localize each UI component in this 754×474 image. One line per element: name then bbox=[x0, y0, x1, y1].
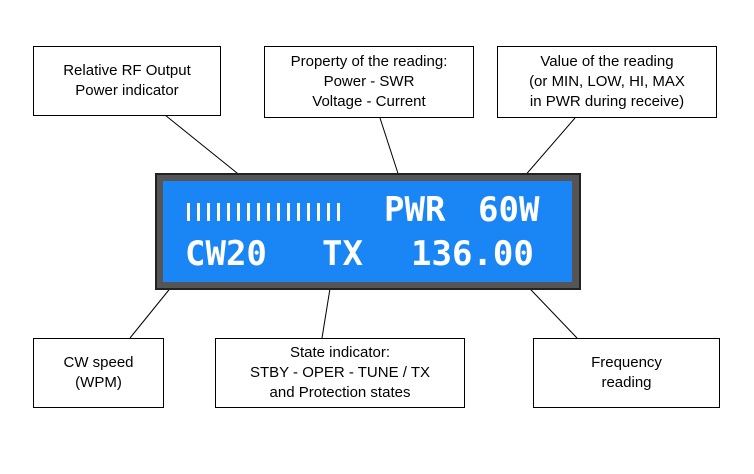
bargraph-segment bbox=[287, 203, 290, 221]
property-line-2: Power - SWR bbox=[323, 73, 415, 90]
value-callout: Value of the reading (or MIN, LOW, HI, M… bbox=[497, 46, 717, 118]
property-line-1: Property of the reading: bbox=[290, 53, 448, 70]
bargraph-segment bbox=[317, 203, 320, 221]
rf-output-callout: Relative RF Output Power indicator bbox=[33, 46, 221, 116]
state-line-2: STBY - OPER - TUNE / TX bbox=[249, 364, 431, 381]
bargraph-segment bbox=[207, 203, 210, 221]
bargraph-segment bbox=[247, 203, 250, 221]
property-callout: Property of the reading: Power - SWR Vol… bbox=[264, 46, 474, 118]
cw-speed-line-1: CW speed bbox=[63, 354, 134, 371]
frequency-readout: 136.00 bbox=[411, 234, 534, 274]
state-line-3: and Protection states bbox=[269, 384, 411, 401]
cw-speed-callout: CW speed (WPM) bbox=[33, 338, 164, 408]
value-line-2: (or MIN, LOW, HI, MAX bbox=[529, 73, 685, 90]
frequency-callout: Frequency reading bbox=[533, 338, 720, 408]
bargraph-segment bbox=[307, 203, 310, 221]
cw-speed-line-2: (WPM) bbox=[75, 374, 122, 391]
rf-output-line-1: Relative RF Output bbox=[63, 62, 191, 79]
bargraph-segment bbox=[217, 203, 220, 221]
frequency-line-2: reading bbox=[601, 374, 652, 391]
rf-output-line-2: Power indicator bbox=[75, 82, 179, 99]
state-readout: TX bbox=[322, 234, 363, 274]
bargraph-segment bbox=[237, 203, 240, 221]
property-line-3: Voltage - Current bbox=[312, 93, 426, 110]
frequency-line-1: Frequency bbox=[591, 354, 662, 371]
bargraph-segment bbox=[187, 203, 190, 221]
bargraph-segment bbox=[327, 203, 330, 221]
reading-property: PWR bbox=[384, 190, 446, 230]
cw-speed-readout: CW20 bbox=[185, 234, 267, 274]
bargraph-segment bbox=[277, 203, 280, 221]
bargraph-segment bbox=[257, 203, 260, 221]
value-line-1: Value of the reading bbox=[540, 53, 674, 70]
bargraph-segment bbox=[337, 203, 340, 221]
bargraph-segment bbox=[297, 203, 300, 221]
rf-power-bargraph bbox=[187, 203, 347, 221]
reading-value: 60W bbox=[478, 190, 540, 230]
bargraph-segment bbox=[197, 203, 200, 221]
state-callout: State indicator: STBY - OPER - TUNE / TX… bbox=[215, 338, 465, 408]
bargraph-segment bbox=[267, 203, 270, 221]
value-line-3: in PWR during receive) bbox=[529, 93, 685, 110]
bargraph-segment bbox=[227, 203, 230, 221]
state-line-1: State indicator: bbox=[289, 344, 391, 361]
lcd-screen bbox=[163, 181, 572, 282]
